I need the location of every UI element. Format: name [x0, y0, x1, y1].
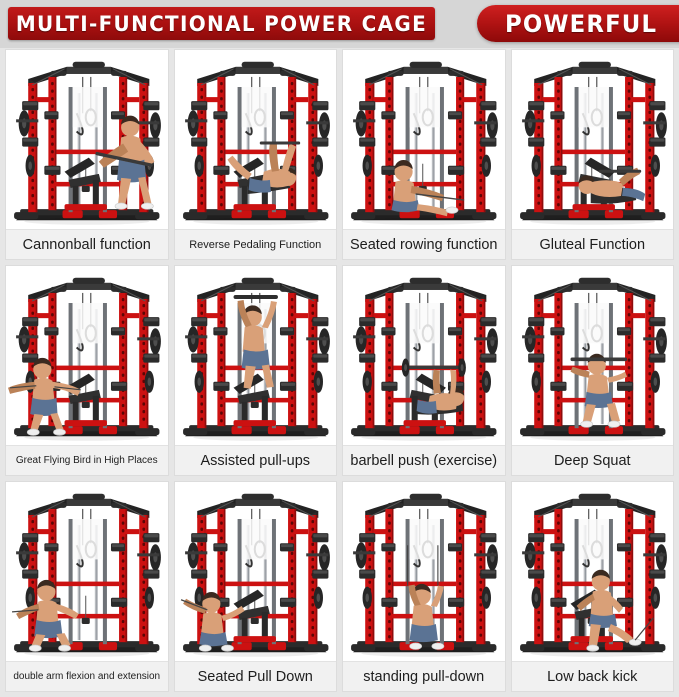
feature-card-caption: Gluteal Function — [511, 229, 673, 259]
feature-card[interactable]: Seated rowing function — [343, 50, 505, 259]
feature-card[interactable]: Seated Pull Down — [174, 482, 336, 691]
equipment-photo — [343, 50, 505, 229]
feature-card[interactable]: double arm flexion and extension — [6, 482, 168, 691]
equipment-photo — [6, 50, 168, 229]
feature-card-caption: Cannonball function — [6, 229, 168, 259]
equipment-photo — [174, 50, 336, 229]
equipment-photo — [6, 266, 168, 445]
feature-card-caption: Low back kick — [511, 661, 673, 691]
header-bar: MULTI-FUNCTIONAL POWER CAGE POWERFUL — [0, 0, 679, 48]
feature-card-caption: Reverse Pedaling Function — [174, 229, 336, 259]
equipment-photo — [174, 266, 336, 445]
equipment-photo — [511, 50, 673, 229]
feature-card[interactable]: Cannonball function — [6, 50, 168, 259]
feature-card[interactable]: Gluteal Function — [511, 50, 673, 259]
feature-card[interactable]: standing pull-down — [343, 482, 505, 691]
equipment-photo — [6, 482, 168, 661]
feature-card[interactable]: Assisted pull-ups — [174, 266, 336, 475]
equipment-photo — [511, 266, 673, 445]
feature-card-caption: barbell push (exercise) — [343, 445, 505, 475]
feature-card-caption: Deep Squat — [511, 445, 673, 475]
feature-card[interactable]: barbell push (exercise) — [343, 266, 505, 475]
equipment-photo — [343, 266, 505, 445]
feature-card-caption: double arm flexion and extension — [6, 661, 168, 691]
powerful-badge-text: POWERFUL — [505, 9, 658, 38]
title-banner-text: MULTI-FUNCTIONAL POWER CAGE — [15, 11, 428, 36]
feature-card-caption: Assisted pull-ups — [174, 445, 336, 475]
feature-card[interactable]: Low back kick — [511, 482, 673, 691]
equipment-photo — [511, 482, 673, 661]
feature-card-caption: standing pull-down — [343, 661, 505, 691]
feature-card[interactable]: Great Flying Bird in High Places — [6, 266, 168, 475]
powerful-badge-banner: POWERFUL — [477, 5, 679, 42]
feature-card-grid: Cannonball function Reverse Pedaling Fun… — [0, 50, 679, 697]
equipment-photo — [174, 482, 336, 661]
feature-card[interactable]: Reverse Pedaling Function — [174, 50, 336, 259]
feature-card-caption: Seated Pull Down — [174, 661, 336, 691]
feature-card[interactable]: Deep Squat — [511, 266, 673, 475]
equipment-photo — [343, 482, 505, 661]
feature-card-caption: Great Flying Bird in High Places — [6, 445, 168, 475]
title-banner: MULTI-FUNCTIONAL POWER CAGE — [8, 7, 435, 40]
feature-card-caption: Seated rowing function — [343, 229, 505, 259]
